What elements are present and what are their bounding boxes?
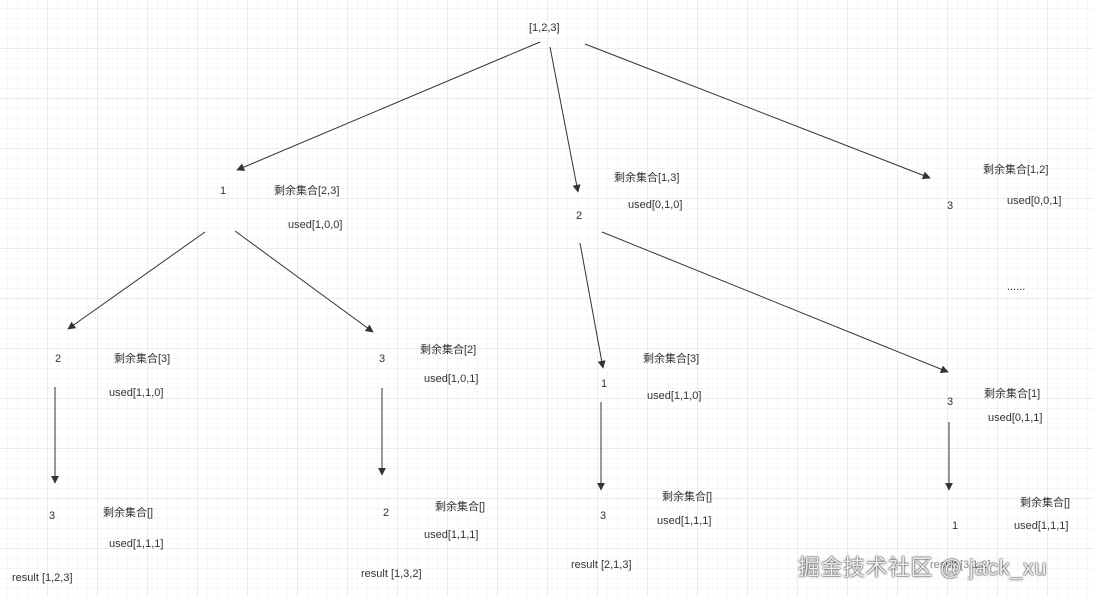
- used-l3-3: used[1,1,1]: [657, 515, 712, 527]
- result-l3-4: result [3,1,2]: [930, 559, 991, 571]
- result-l3-1: result [1,2,3]: [12, 572, 73, 584]
- edge-2-to-3: [601, 231, 949, 374]
- remaining-l2-4: 剩余集合[1]: [984, 388, 1041, 400]
- edge-1-to-3: [234, 230, 374, 333]
- root-node: [1,2,3]: [529, 22, 560, 34]
- remaining-l3-1: 剩余集合[]: [103, 507, 154, 519]
- remaining-l1-1: 剩余集合[2,3]: [274, 185, 340, 197]
- remaining-l3-3: 剩余集合[]: [662, 491, 713, 503]
- remaining-l3-2: 剩余集合[]: [435, 501, 486, 513]
- node-l2-3: 1: [601, 378, 608, 390]
- node-l3-2: 2: [383, 507, 390, 519]
- used-l2-3: used[1,1,0]: [647, 390, 702, 402]
- remaining-l3-4: 剩余集合[]: [1020, 497, 1071, 509]
- node-l3-4: 1: [952, 520, 959, 532]
- edge-root-to-3: [584, 43, 931, 180]
- result-l3-3: result [2,1,3]: [571, 559, 632, 571]
- node-l1-2: 2: [576, 210, 583, 222]
- node-l2-2: 3: [379, 353, 386, 365]
- remaining-l2-2: 剩余集合[2]: [420, 344, 477, 356]
- edge-1-to-2: [67, 231, 206, 330]
- edge-root-to-1: [236, 41, 541, 171]
- node-l2-1: 2: [55, 353, 62, 365]
- used-l3-4: used[1,1,1]: [1014, 520, 1069, 532]
- node-l1-1: 1: [220, 185, 227, 197]
- used-l2-4: used[0,1,1]: [988, 412, 1043, 424]
- edge-root-to-2: [549, 46, 581, 193]
- remaining-l2-3: 剩余集合[3]: [643, 353, 700, 365]
- used-l3-1: used[1,1,1]: [109, 538, 164, 550]
- used-l2-1: used[1,1,0]: [109, 387, 164, 399]
- result-l3-2: result [1,3,2]: [361, 568, 422, 580]
- remaining-l1-3: 剩余集合[1,2]: [983, 164, 1049, 176]
- ellipsis-text: ......: [1007, 281, 1026, 293]
- node-l3-3: 3: [600, 510, 607, 522]
- edge-2-to-1: [579, 242, 606, 369]
- used-l3-2: used[1,1,1]: [424, 529, 479, 541]
- remaining-l1-2: 剩余集合[1,3]: [614, 172, 680, 184]
- used-l2-2: used[1,0,1]: [424, 373, 479, 385]
- node-l3-1: 3: [49, 510, 56, 522]
- used-l1-1: used[1,0,0]: [288, 219, 343, 231]
- watermark: 掘金技术社区 @ jack_xu: [798, 555, 1048, 580]
- used-l1-3: used[0,0,1]: [1007, 195, 1062, 207]
- used-l1-2: used[0,1,0]: [628, 199, 683, 211]
- remaining-l2-1: 剩余集合[3]: [114, 353, 171, 365]
- node-l1-3: 3: [947, 200, 954, 212]
- node-l2-4: 3: [947, 396, 954, 408]
